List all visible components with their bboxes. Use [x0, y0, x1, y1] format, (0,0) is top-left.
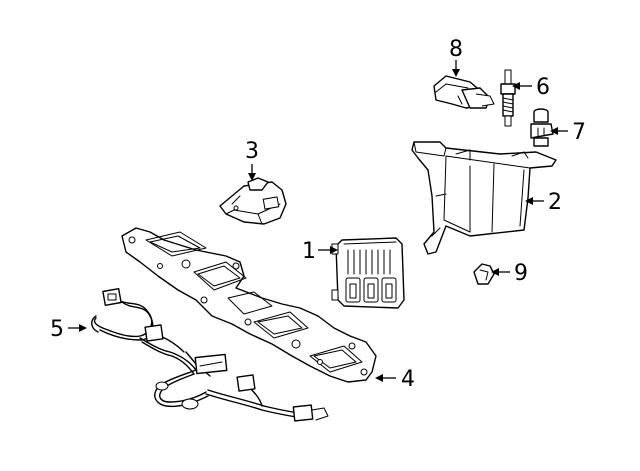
part-3-coil[interactable]	[219, 177, 287, 225]
callout-3: 3	[245, 139, 259, 164]
part-6-plug[interactable]	[500, 69, 516, 127]
callout-5: 5	[50, 317, 64, 342]
leader-lines	[68, 60, 568, 382]
part-1-module[interactable]	[331, 237, 405, 309]
callout-1: 1	[302, 239, 316, 264]
callout-9: 9	[514, 261, 528, 286]
part-4-gasket[interactable]	[121, 227, 377, 383]
callout-7: 7	[572, 120, 586, 145]
part-5-harness[interactable]	[91, 288, 329, 422]
callout-6: 6	[536, 75, 550, 100]
callout-8: 8	[449, 37, 463, 62]
callout-4: 4	[401, 367, 415, 392]
part-8-sensor[interactable]	[433, 75, 495, 109]
callout-labels: 1 2 3 4 5 6 7 8 9	[50, 37, 586, 392]
part-2-bracket[interactable]	[411, 141, 557, 255]
part-7-sensor[interactable]	[530, 108, 554, 147]
callout-2: 2	[548, 190, 562, 215]
part-9-clip[interactable]	[473, 263, 495, 285]
